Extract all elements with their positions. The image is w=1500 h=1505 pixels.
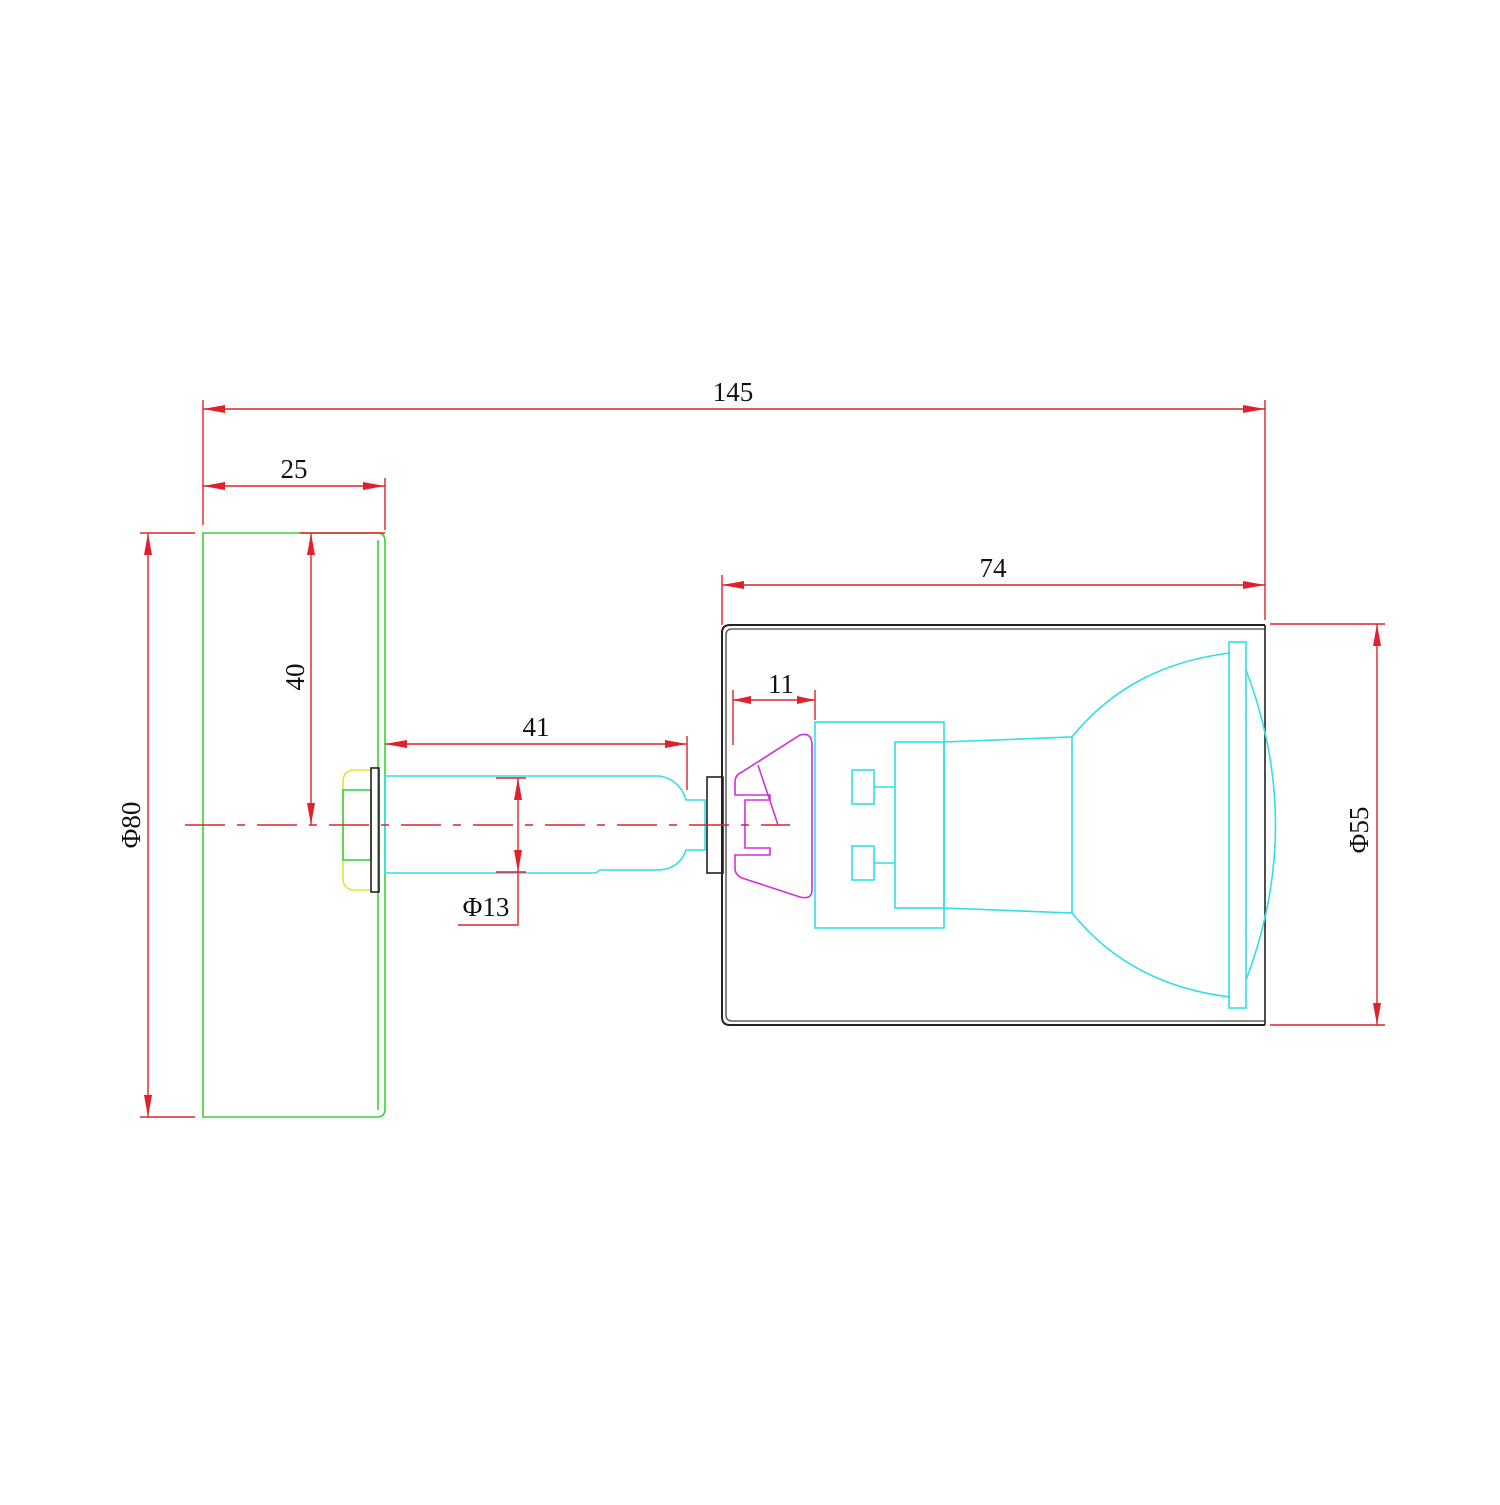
dim-label-41: 41 [523,712,550,742]
dim-label-40: 40 [280,664,310,691]
lamp-pin-top [851,769,875,805]
lamp-holder [814,721,945,929]
lamp-rim [1228,641,1247,1009]
lamp-base [894,741,945,909]
washer [370,767,380,893]
nut [342,769,372,891]
dim-label-25: 25 [281,454,308,484]
dim-label-55: Φ55 [1344,807,1374,854]
lamp-lens [1245,669,1277,981]
lamp-reflector [1071,652,1231,998]
dim-label-13: Φ13 [463,892,510,922]
dim-label-11: 11 [768,669,794,699]
lamp-neck [943,736,1073,914]
dim-line-13 [458,778,519,926]
dim-label-145: 145 [713,377,754,407]
lamp-pin-bottom [851,845,875,881]
head-shade-inner [725,628,1265,1022]
dimension-arrows [144,405,1381,1117]
bracket-slant [757,764,779,826]
bracket [734,733,813,899]
dim-label-80: Φ80 [116,802,146,849]
head-shade [721,624,1265,1026]
dim-label-74: 74 [980,553,1008,583]
arm-tube [384,775,706,874]
